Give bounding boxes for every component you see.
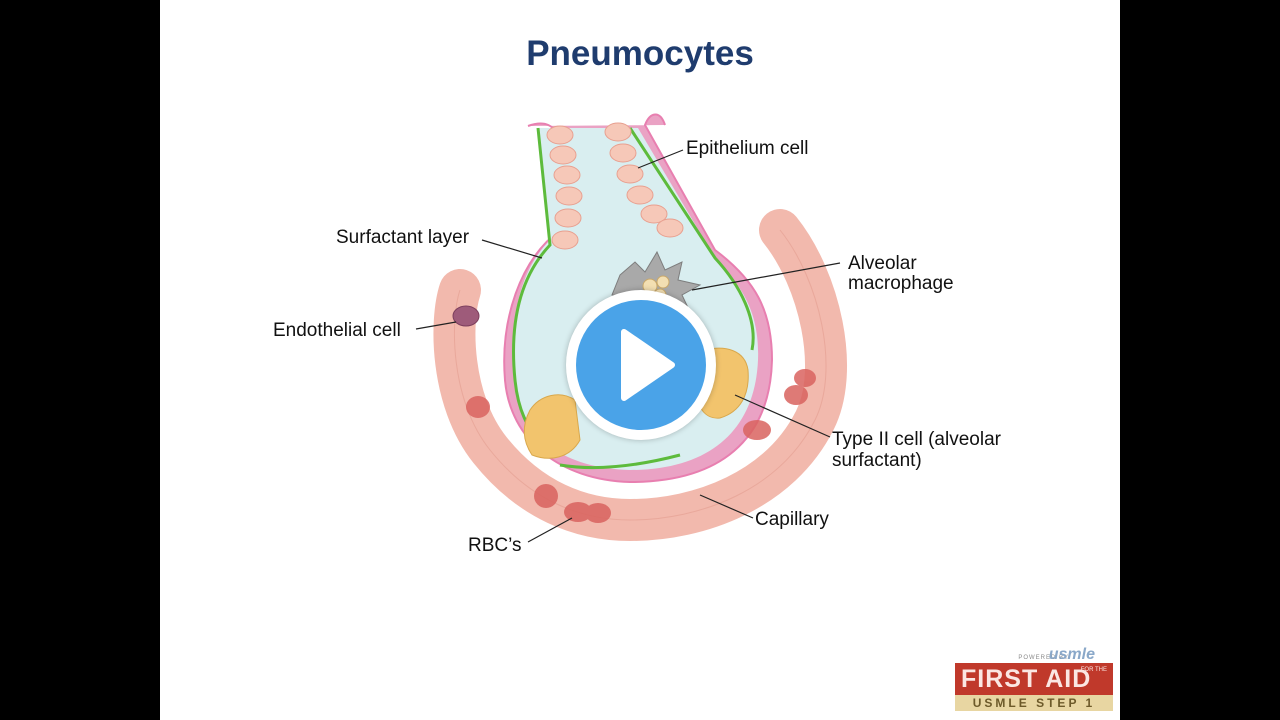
powered-by-text: POWERED BY xyxy=(1018,655,1069,661)
type2-cell-left xyxy=(523,394,581,459)
leader-macrophage xyxy=(691,262,841,291)
first-aid-banner: FIRST AID FOR THE xyxy=(955,663,1113,695)
label-alveolar-macrophage-1: Alveolar xyxy=(848,253,917,274)
leader-epithelium xyxy=(637,149,684,169)
slide-title: Pneumocytes xyxy=(526,34,754,73)
first-aid-logo: POWERED BY usmle FIRST AID FOR THE USMLE… xyxy=(955,643,1113,713)
label-endothelial-cell: Endothelial cell xyxy=(273,320,401,341)
leader-capillary xyxy=(699,494,754,519)
label-type2-cell-1: Type II cell (alveolar xyxy=(832,429,1001,450)
usmle-step-text: USMLE STEP 1 xyxy=(972,696,1096,710)
leader-rbcs xyxy=(527,517,573,543)
epithelium-cells-right xyxy=(604,122,684,238)
leader-type2 xyxy=(734,394,831,438)
leader-surfactant xyxy=(481,239,543,259)
label-rbcs: RBC’s xyxy=(468,535,522,556)
label-alveolar-macrophage-2: macrophage xyxy=(848,273,954,294)
surfactant-line-bottom xyxy=(559,453,681,470)
play-icon xyxy=(621,329,675,401)
play-button[interactable] xyxy=(566,290,716,440)
leader-endothelial xyxy=(415,321,457,330)
for-the-text: FOR THE xyxy=(1080,667,1107,673)
rbc-group xyxy=(466,369,816,523)
epithelium-cells-left xyxy=(546,125,583,250)
label-capillary: Capillary xyxy=(755,509,829,530)
label-surfactant-layer: Surfactant layer xyxy=(336,227,470,248)
surfactant-line-right xyxy=(628,127,755,351)
usmle-step-banner: USMLE STEP 1 xyxy=(955,695,1113,711)
first-aid-text: FIRST AID xyxy=(961,665,1092,693)
label-type2-cell-2: surfactant) xyxy=(832,450,922,471)
usmle-logo-text: usmle xyxy=(1048,646,1095,663)
endothelial-cell xyxy=(452,305,480,327)
label-epithelium-cell: Epithelium cell xyxy=(686,138,809,159)
